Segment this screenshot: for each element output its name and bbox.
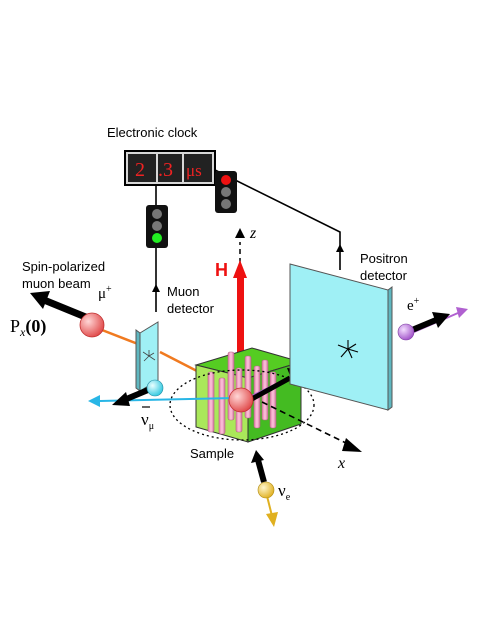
muon-spin-arrowhead [30, 291, 50, 309]
polarization-label: Px(0) [10, 316, 46, 339]
muon-detector-hit-icon [142, 350, 156, 362]
positron [397, 323, 415, 341]
muon-particle-label: μ+ [98, 284, 112, 302]
neutrino-label: νe [278, 481, 291, 503]
electron-neutrino [257, 481, 275, 499]
antineutrino [146, 379, 164, 397]
neutrino-path-arrowhead [266, 512, 278, 527]
field-label: H [215, 260, 228, 280]
positron-spin-arrowhead [432, 312, 450, 328]
electronic-clock: 2 .3 μs [124, 150, 216, 186]
antineutrino-spin-arrow [122, 387, 150, 403]
z-axis-arrowhead [235, 228, 245, 238]
signal-wires [155, 169, 341, 312]
positron-signal-arrow [336, 244, 344, 252]
antineutrino-path-arrowhead [88, 395, 100, 407]
positron-detector-label-line2: detector [360, 268, 408, 283]
positron-traffic-light [215, 171, 237, 213]
positron-label: e+ [407, 296, 420, 314]
sample-label: Sample [190, 446, 234, 461]
beam-label-line1: Spin-polarized [22, 259, 105, 274]
incoming-muon [79, 312, 105, 338]
antineutrino-label: νμ [141, 410, 154, 432]
muon-traffic-light [146, 205, 168, 248]
muon-detector-label-line2: detector [167, 301, 215, 316]
z-axis-label: z [249, 225, 257, 242]
muon-beam-path [101, 328, 139, 346]
field-arrow-head [233, 260, 247, 278]
x-axis [261, 401, 351, 446]
field-arrow-shaft [237, 276, 244, 376]
precession-ellipse [169, 369, 315, 441]
muon-signal-arrow [152, 284, 160, 292]
muon-spin-arrow [42, 296, 90, 322]
stopped-muon [228, 387, 254, 413]
muon-detector-label-line1: Muon [167, 284, 200, 299]
positron-detector-hit-icon [337, 340, 359, 359]
x-axis-arrowhead [342, 438, 362, 452]
positron-spin-arrow [410, 317, 438, 333]
clock-digit-1: 2 [135, 159, 145, 181]
positron-detector [289, 263, 393, 411]
positron-detector-label-line1: Positron [360, 251, 408, 266]
clock-digit-2: .3 [158, 159, 173, 181]
positron-path-arrowhead [456, 307, 468, 318]
x-axis-label: x [337, 455, 345, 472]
neutrino-path [266, 495, 273, 517]
neutrino-spin-arrow [255, 459, 267, 483]
neutrino-spin-arrowhead [251, 450, 264, 463]
beam-label-line2: muon beam [22, 276, 91, 291]
clock-title: Electronic clock [107, 125, 198, 140]
y-axis [248, 375, 292, 403]
clock-unit: μs [186, 161, 202, 180]
antineutrino-spin-arrowhead [112, 392, 130, 406]
